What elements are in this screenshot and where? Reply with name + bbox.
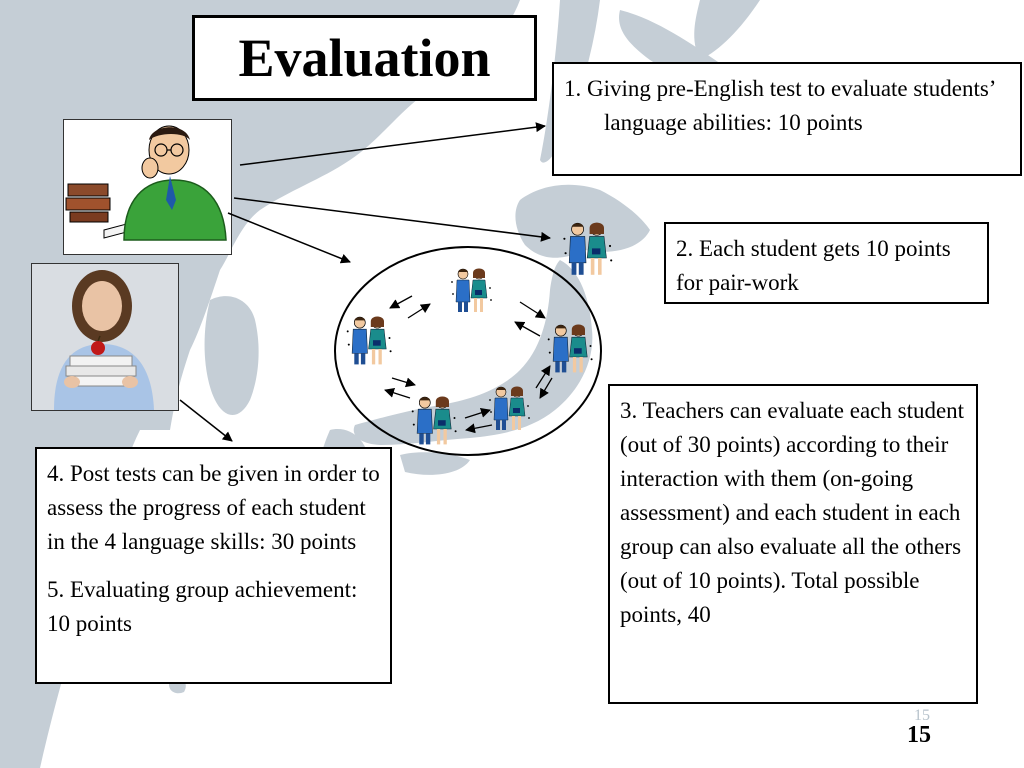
student-pair-icon (562, 222, 613, 276)
student-pair-icon (488, 386, 531, 431)
teacher-evaluation-text: 3. Teachers can evaluate each student (o… (620, 398, 965, 627)
interaction-arrow (384, 387, 411, 399)
interaction-arrow (391, 377, 416, 388)
interaction-arrow (539, 377, 553, 399)
arrow-to-groups (227, 212, 351, 264)
teacher-reading-icon (63, 119, 232, 255)
interaction-arrow (464, 407, 491, 419)
pre-test-box: 1. Giving pre-English test to evaluate s… (552, 62, 1022, 176)
student-pair-icon (450, 268, 493, 313)
student-pair-icon (411, 395, 458, 445)
page-number-faint: 15 (914, 707, 930, 724)
student-pair-icon (547, 323, 594, 373)
interaction-arrow (389, 295, 413, 309)
pre-test-text: 1. Giving pre-English test to evaluate s… (564, 76, 995, 135)
teacher-evaluation-box: 3. Teachers can evaluate each student (o… (608, 384, 978, 704)
interaction-arrow (535, 365, 551, 389)
pair-work-text: 2. Each student gets 10 points for pair-… (676, 236, 951, 295)
interaction-arrow (519, 301, 546, 319)
interaction-arrow (407, 303, 431, 319)
arrow-to-pre-test (239, 122, 546, 166)
group-achievement-text: 5. Evaluating group achievement: 10 poin… (47, 577, 358, 636)
arrow-to-post-test (179, 399, 233, 442)
arrow-to-pair-work (233, 197, 551, 242)
post-test-text: 4. Post tests can be given in order to a… (47, 461, 380, 554)
title-box: Evaluation (192, 15, 537, 101)
student-pair-icon (346, 315, 393, 365)
interaction-arrow (465, 423, 493, 434)
slide-title: Evaluation (238, 28, 491, 88)
post-test-box: 4. Post tests can be given in order to a… (35, 447, 392, 684)
student-with-books-photo (31, 263, 179, 411)
group-ellipse (334, 246, 602, 456)
pair-work-box: 2. Each student gets 10 points for pair-… (664, 222, 989, 304)
page-number: 15 (907, 722, 931, 748)
interaction-arrow (514, 321, 541, 337)
